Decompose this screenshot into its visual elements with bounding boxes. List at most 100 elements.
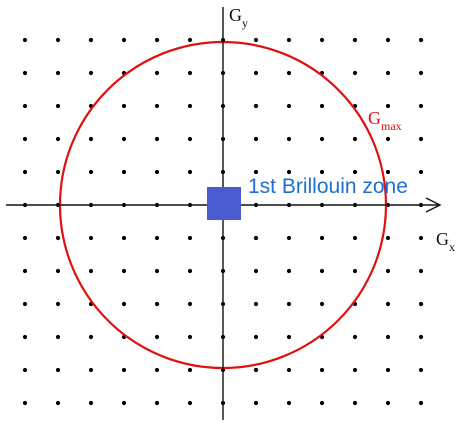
lattice-point <box>385 301 391 307</box>
lattice-point <box>187 37 193 43</box>
lattice-point <box>55 37 61 43</box>
lattice-point <box>22 70 28 76</box>
lattice-point <box>154 235 160 241</box>
gmax-label: Gmax <box>368 108 402 133</box>
lattice-point <box>286 268 292 274</box>
lattice-point <box>187 268 193 274</box>
lattice-point <box>286 235 292 241</box>
lattice-point <box>385 136 391 142</box>
lattice-point <box>88 400 94 406</box>
brillouin-zone-label: 1st Brillouin zone <box>248 175 408 198</box>
lattice-point <box>385 268 391 274</box>
lattice-point <box>253 103 259 109</box>
lattice-point <box>55 301 61 307</box>
lattice-point <box>187 70 193 76</box>
lattice-point <box>22 169 28 175</box>
lattice-point <box>418 103 424 109</box>
lattice-point <box>55 103 61 109</box>
lattice-point <box>253 169 259 175</box>
lattice-point <box>418 400 424 406</box>
lattice-point <box>418 301 424 307</box>
lattice-point <box>319 37 325 43</box>
lattice-point <box>187 367 193 373</box>
lattice-point <box>286 169 292 175</box>
lattice-point <box>385 103 391 109</box>
lattice-point <box>352 367 358 373</box>
lattice-point <box>55 169 61 175</box>
lattice-point <box>22 334 28 340</box>
lattice-point <box>121 400 127 406</box>
lattice-point <box>352 334 358 340</box>
lattice-point <box>55 400 61 406</box>
lattice-point <box>22 235 28 241</box>
lattice-point <box>385 367 391 373</box>
lattice-point <box>385 235 391 241</box>
lattice-point <box>253 70 259 76</box>
lattice-point <box>55 235 61 241</box>
lattice-point <box>418 235 424 241</box>
lattice-point <box>352 235 358 241</box>
lattice-point <box>55 334 61 340</box>
lattice-point <box>286 400 292 406</box>
lattice-point <box>154 103 160 109</box>
lattice-point <box>352 268 358 274</box>
lattice-point <box>88 37 94 43</box>
lattice-point <box>121 136 127 142</box>
lattice-point <box>22 400 28 406</box>
lattice-point <box>319 268 325 274</box>
gy-axis-label: Gy <box>229 5 248 30</box>
lattice-point <box>187 136 193 142</box>
lattice-point <box>22 37 28 43</box>
lattice-point <box>121 169 127 175</box>
lattice-point <box>319 169 325 175</box>
lattice-point <box>418 136 424 142</box>
lattice-point <box>286 367 292 373</box>
lattice-point <box>55 136 61 142</box>
lattice-point <box>154 37 160 43</box>
lattice-point <box>286 70 292 76</box>
lattice-point <box>319 136 325 142</box>
lattice-point <box>55 268 61 274</box>
lattice-point <box>385 334 391 340</box>
lattice-point <box>418 268 424 274</box>
lattice-point <box>22 301 28 307</box>
lattice-point <box>253 334 259 340</box>
lattice-point <box>385 37 391 43</box>
lattice-point <box>352 136 358 142</box>
lattice-point <box>319 103 325 109</box>
x-axis-arrowhead <box>425 197 442 213</box>
lattice-point <box>253 400 259 406</box>
lattice-point <box>154 301 160 307</box>
lattice-point <box>352 400 358 406</box>
lattice-point <box>385 169 391 175</box>
lattice-point <box>418 334 424 340</box>
lattice-point <box>88 136 94 142</box>
lattice-point <box>319 235 325 241</box>
lattice-point <box>286 301 292 307</box>
lattice-point <box>187 235 193 241</box>
lattice-point <box>253 37 259 43</box>
lattice-point <box>154 334 160 340</box>
lattice-point <box>286 334 292 340</box>
lattice-point <box>286 103 292 109</box>
lattice-point <box>253 268 259 274</box>
lattice-point <box>187 400 193 406</box>
lattice-point <box>286 136 292 142</box>
lattice-point <box>187 169 193 175</box>
lattice-point <box>121 367 127 373</box>
lattice-point <box>385 400 391 406</box>
first-brillouin-zone-square <box>207 187 241 220</box>
lattice-point <box>22 268 28 274</box>
lattice-point <box>253 367 259 373</box>
lattice-point <box>187 103 193 109</box>
lattice-point <box>418 70 424 76</box>
lattice-point <box>121 37 127 43</box>
lattice-point <box>319 367 325 373</box>
lattice-point <box>286 37 292 43</box>
lattice-point <box>187 334 193 340</box>
lattice-point <box>88 235 94 241</box>
lattice-point <box>352 169 358 175</box>
lattice-point <box>418 169 424 175</box>
lattice-point <box>22 103 28 109</box>
